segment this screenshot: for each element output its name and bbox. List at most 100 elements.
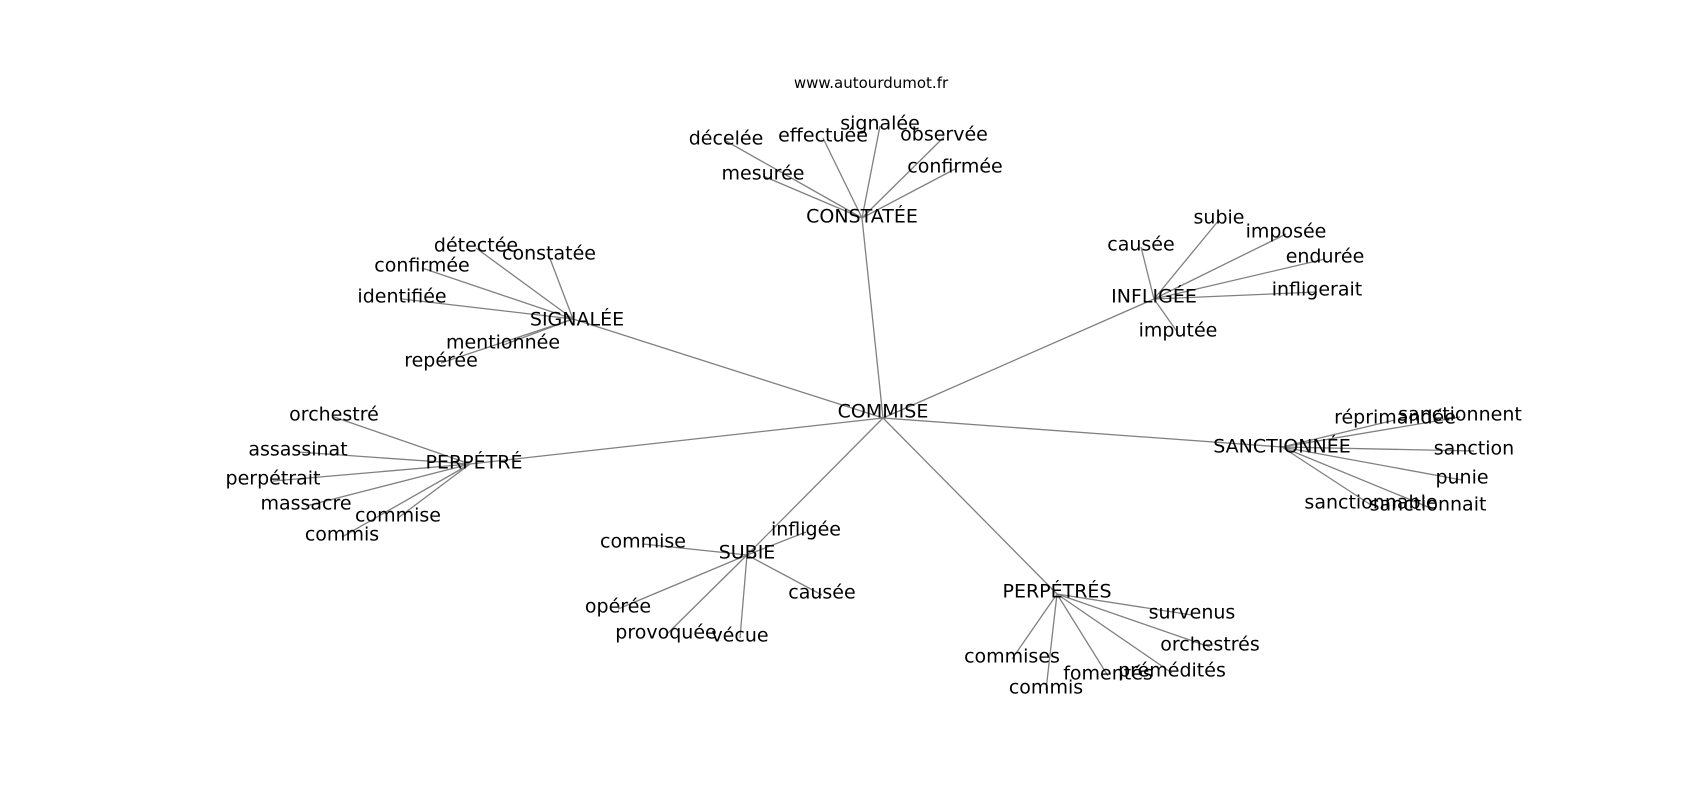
edge-hub-0-leaf-4 (762, 175, 863, 219)
edge-hub-3-leaf-0 (333, 416, 471, 465)
edge-center-hub-6 (882, 417, 1058, 595)
edge-center-hub-4 (882, 417, 1283, 448)
leaf-word-1-1[interactable]: constatée (502, 243, 596, 265)
leaf-word-5-4[interactable]: provoquée (615, 622, 716, 644)
edge-hub-2-leaf-2 (1153, 233, 1287, 300)
center-word[interactable]: COMMISE (838, 401, 929, 423)
edge-hub-2-leaf-0 (1140, 246, 1155, 300)
edge-hub-6-leaf-5 (1045, 593, 1058, 691)
edge-hub-6-leaf-2 (1056, 593, 1173, 674)
leaf-word-5-1[interactable]: infligée (771, 519, 841, 541)
hub-word-5[interactable]: SUBIE (719, 542, 776, 564)
edge-hub-5-leaf-1 (746, 531, 807, 556)
leaf-word-5-0[interactable]: commise (600, 531, 686, 553)
edge-hub-5-leaf-0 (642, 543, 748, 556)
edge-hub-1-leaf-0 (475, 247, 574, 320)
edge-hub-1-leaf-3 (401, 298, 574, 320)
leaf-word-0-2[interactable]: signalée (840, 113, 920, 135)
edge-center-hub-5 (746, 417, 884, 556)
leaf-word-6-4[interactable]: commises (964, 646, 1060, 668)
edge-hub-4-leaf-0 (1281, 419, 1396, 448)
leaf-word-5-3[interactable]: opérée (585, 596, 651, 618)
edge-hub-2-leaf-4 (1153, 291, 1318, 300)
hub-word-4[interactable]: SANCTIONNÉE (1213, 435, 1351, 458)
leaf-word-0-1[interactable]: effectuée (778, 125, 868, 147)
edge-hub-4-leaf-4 (1281, 446, 1372, 506)
leaf-word-4-4[interactable]: sanctionnable (1304, 492, 1437, 514)
edge-hub-3-leaf-3 (305, 463, 471, 507)
leaf-word-5-2[interactable]: causée (788, 582, 855, 604)
edge-hub-5-leaf-5 (739, 554, 748, 639)
leaf-word-0-3[interactable]: observée (900, 124, 988, 146)
edge-center-hub-1 (572, 318, 884, 419)
edge-hub-3-leaf-1 (297, 451, 471, 465)
leaf-word-1-2[interactable]: confirmée (374, 255, 469, 277)
leaf-word-4-3[interactable]: punie (1435, 467, 1488, 489)
hub-word-6[interactable]: PERPÉTRÉS (1003, 580, 1112, 603)
edge-hub-4-leaf-3 (1281, 446, 1463, 481)
leaf-word-2-2[interactable]: imposée (1246, 221, 1327, 243)
edge-center-hub-2 (882, 298, 1155, 419)
edge-hub-5-leaf-3 (617, 554, 748, 610)
edge-hub-3-leaf-5 (341, 463, 471, 538)
leaf-word-0-4[interactable]: mesurée (722, 163, 805, 185)
leaf-word-2-3[interactable]: endurée (1286, 246, 1365, 268)
edge-hub-4-leaf-1 (1281, 416, 1461, 448)
leaf-word-1-0[interactable]: détectée (434, 235, 518, 257)
leaf-word-1-4[interactable]: mentionnée (446, 332, 560, 354)
edge-hub-4-leaf-5 (1281, 446, 1429, 508)
edge-hub-1-leaf-2 (421, 267, 574, 320)
edge-hub-1-leaf-1 (548, 255, 574, 320)
leaf-word-6-2[interactable]: prémédités (1118, 660, 1226, 682)
watermark: www.autourdumot.fr (793, 74, 949, 92)
leaf-word-3-1[interactable]: assassinat (248, 439, 347, 461)
hub-word-2[interactable]: INFLIGÉE (1111, 285, 1197, 308)
edge-hub-3-leaf-2 (272, 463, 471, 482)
edge-hub-0-leaf-5 (861, 168, 956, 219)
leaf-word-2-4[interactable]: infligerait (1272, 279, 1363, 301)
hub-word-0[interactable]: CONSTATÉE (806, 205, 918, 228)
leaf-word-1-5[interactable]: repérée (404, 350, 478, 372)
leaf-word-6-1[interactable]: orchestrés (1160, 634, 1260, 656)
edge-hub-2-leaf-3 (1153, 258, 1326, 300)
edge-hub-3-leaf-4 (397, 463, 471, 519)
leaf-word-3-2[interactable]: perpétrait (226, 468, 321, 490)
edge-hub-5-leaf-2 (746, 554, 823, 596)
leaf-word-6-3[interactable]: fomentés (1063, 663, 1153, 685)
leaf-word-3-4[interactable]: commise (355, 505, 441, 527)
leaf-word-4-2[interactable]: sanction (1434, 438, 1514, 460)
leaf-word-2-0[interactable]: causée (1107, 234, 1174, 256)
leaf-word-3-0[interactable]: orchestré (289, 404, 379, 426)
leaf-word-2-1[interactable]: subie (1194, 207, 1245, 229)
edge-hub-6-leaf-4 (1011, 593, 1058, 660)
hub-word-3[interactable]: PERPÉTRÉ (426, 451, 523, 474)
graph-edges (272, 125, 1475, 691)
edge-hub-6-leaf-3 (1056, 593, 1109, 677)
leaf-word-1-3[interactable]: identifiée (357, 286, 446, 308)
edge-hub-0-leaf-1 (822, 137, 863, 219)
leaf-word-5-5[interactable]: vécue (711, 625, 768, 647)
leaf-word-4-1[interactable]: sanctionnent (1398, 404, 1522, 426)
edge-hub-2-leaf-5 (1153, 298, 1179, 334)
edge-hub-6-leaf-0 (1056, 593, 1193, 616)
leaf-word-2-5[interactable]: imputée (1139, 320, 1218, 342)
edge-center-hub-0 (861, 217, 884, 419)
edge-hub-0-leaf-0 (725, 140, 863, 219)
edge-hub-2-leaf-1 (1153, 219, 1220, 300)
leaf-word-4-0[interactable]: réprimandée (1334, 407, 1456, 429)
hub-word-1[interactable]: SIGNALÉE (530, 308, 624, 331)
leaf-word-6-0[interactable]: survenus (1149, 602, 1236, 624)
leaf-word-4-5[interactable]: sanctionnait (1370, 494, 1487, 516)
edge-center-hub-3 (469, 417, 884, 465)
edge-hub-0-leaf-2 (861, 125, 881, 219)
leaf-word-6-5[interactable]: commis (1009, 677, 1083, 699)
edge-hub-4-leaf-2 (1281, 446, 1475, 452)
leaf-word-3-3[interactable]: massacre (260, 493, 351, 515)
leaf-word-3-5[interactable]: commis (305, 524, 379, 546)
leaf-word-0-0[interactable]: décelée (689, 128, 764, 150)
leaf-word-0-5[interactable]: confirmée (907, 156, 1002, 178)
edge-hub-5-leaf-4 (665, 554, 748, 636)
